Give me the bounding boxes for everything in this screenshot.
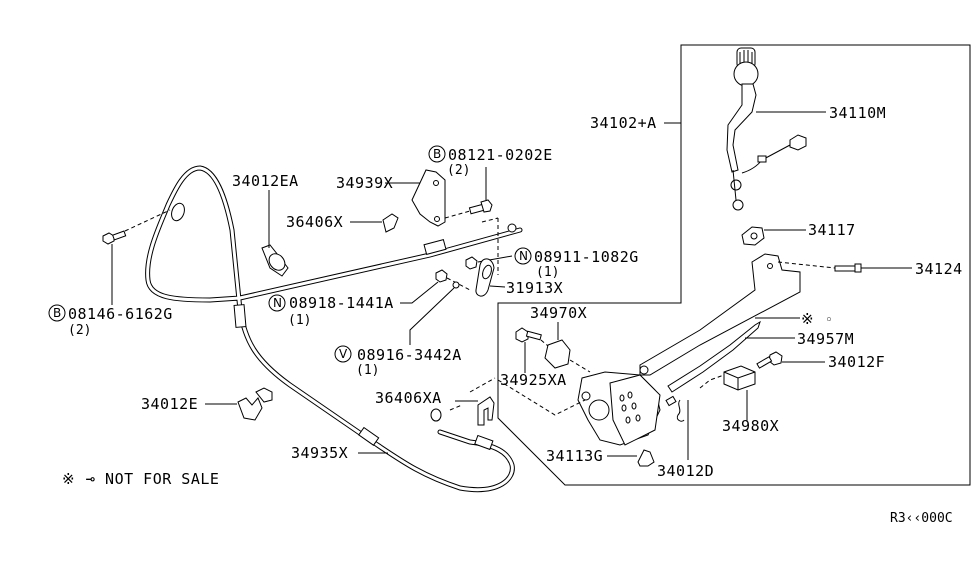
legend-not-for-sale: ※ ⊸ NOT FOR SALE [62, 470, 219, 488]
label-34012D: 34012D [657, 462, 714, 480]
diagram-code: R3‹‹000C [890, 511, 953, 526]
label-08121-0202E: 08121-0202E [448, 146, 553, 164]
prefix-letter: V [339, 347, 348, 361]
label-31913X: 31913X [506, 279, 563, 297]
rod-34957M[interactable] [665, 320, 761, 407]
label-08916-3442A: 08916-3442A [357, 346, 462, 364]
qty-08911-1082G: (1) [536, 265, 559, 280]
label-34012F: 34012F [828, 353, 885, 371]
clip-34970X[interactable] [544, 339, 571, 369]
callout-08918-1441A: N 08918-1441A (1) [268, 294, 394, 328]
callout-08911-1082G: N 08911-1082G (1) [514, 247, 639, 280]
clip-34113G[interactable] [637, 449, 655, 467]
pin-34124[interactable] [834, 263, 862, 273]
label-34124: 34124 [915, 260, 963, 278]
label-34012EA: 34012EA [232, 172, 299, 190]
label-34110M: 34110M [829, 104, 886, 122]
cable-assembly-34935X[interactable] [145, 165, 523, 492]
label-36406XA: 36406XA [375, 389, 442, 407]
label-34012E: 34012E [141, 395, 198, 413]
qty-08121-0202E: (2) [447, 163, 470, 178]
clip-34012EA[interactable] [261, 244, 289, 277]
prefix-letter: B [53, 306, 61, 320]
label-36406X: 36406X [286, 213, 343, 231]
switch-34980X[interactable] [723, 365, 756, 391]
callout-08146-6162G: B 08146-6162G (2) [48, 304, 173, 338]
callout-08916-3442A: V 08916-3442A (1) [334, 345, 462, 378]
prefix-letter: N [519, 249, 528, 263]
shift-control-body[interactable] [577, 365, 661, 446]
prefix-letter: B [433, 147, 441, 161]
label-34980X: 34980X [722, 417, 779, 435]
label-08911-1082G: 08911-1082G [534, 248, 639, 266]
bolt-34925XA[interactable] [515, 327, 542, 343]
legend-text: ⊸ NOT FOR SALE [86, 470, 219, 488]
label-34935X: 34935X [291, 444, 348, 462]
label-34925XA: 34925XA [500, 371, 567, 389]
bolt-08146-6162G[interactable] [102, 230, 127, 245]
label-34102A: 34102+A [590, 114, 657, 132]
bolt-34012F[interactable] [756, 351, 783, 369]
prefix-letter: N [273, 296, 282, 310]
callout-08121-0202E: B 08121-0202E (2) [428, 145, 553, 178]
washer-08916-3442A[interactable] [452, 281, 460, 289]
not-for-sale-symbol: ※ [801, 310, 814, 328]
clip-34012E[interactable] [237, 387, 273, 421]
label-34117: 34117 [808, 221, 856, 239]
not-for-sale-mark: ※ ◦ [801, 310, 833, 328]
label-34113G: 34113G [546, 447, 603, 465]
qty-08916-3442A: (1) [356, 363, 379, 378]
shift-bracket[interactable] [639, 253, 801, 376]
label-34939X: 34939X [336, 174, 393, 192]
nut-08911-1082G[interactable] [465, 256, 478, 270]
shift-lever-34110M[interactable] [726, 47, 807, 211]
qty-08146-6162G: (2) [68, 323, 91, 338]
bracket-34939X[interactable] [411, 169, 446, 227]
not-for-sale-dot: ◦ [825, 313, 833, 328]
clip-34117[interactable] [741, 226, 765, 246]
legend-symbol: ※ [62, 470, 75, 488]
label-34957M: 34957M [797, 330, 854, 348]
label-34970X: 34970X [530, 304, 587, 322]
assembly-boundary [497, 44, 971, 486]
qty-08918-1441A: (1) [288, 313, 311, 328]
bolt-08121-0202E[interactable] [468, 199, 493, 215]
clip-36406XA[interactable] [477, 396, 495, 426]
lever-31913X[interactable] [475, 258, 495, 297]
label-08918-1441A: 08918-1441A [289, 294, 394, 312]
nut-08918-1441A[interactable] [435, 269, 448, 283]
label-08146-6162G: 08146-6162G [68, 305, 173, 323]
clip-36406X[interactable] [382, 213, 399, 233]
pin-34012D[interactable] [676, 399, 685, 422]
